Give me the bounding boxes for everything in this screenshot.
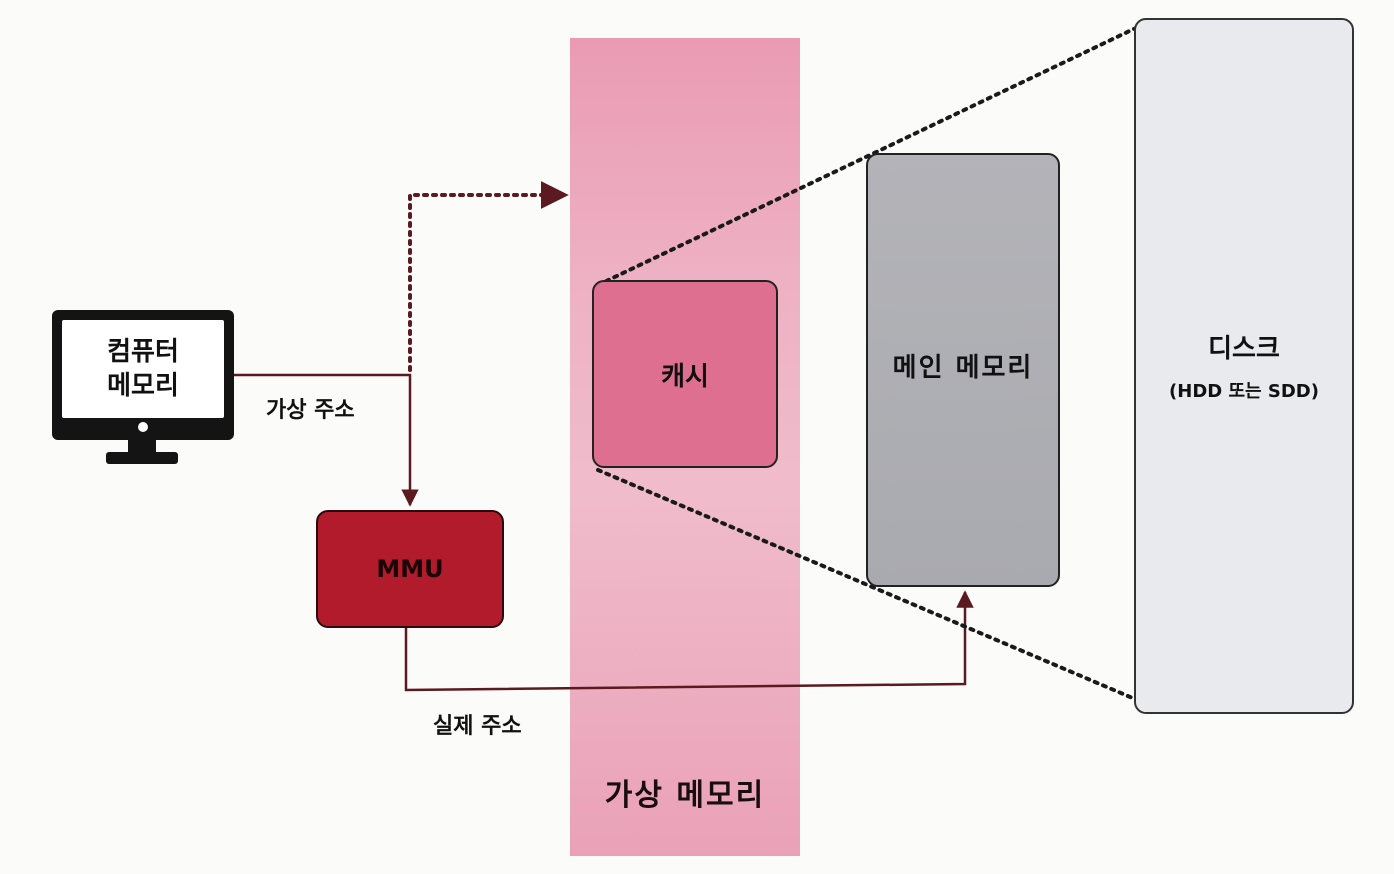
virtual-memory-dotted-edge (408, 181, 569, 372)
mmu-label: MMU (376, 555, 444, 583)
disk-box: 디스크 (HDD 또는 SDD) (1134, 18, 1354, 714)
monitor-icon: 컴퓨터 메모리 (52, 310, 234, 440)
main-memory-box: 메인 메모리 (866, 153, 1060, 587)
monitor-neck (128, 440, 156, 452)
mmu-box: MMU (316, 510, 504, 628)
main-memory-label: 메인 메모리 (892, 353, 1034, 383)
computer-label-line2: 메모리 (107, 371, 179, 401)
computer-label-line1: 컴퓨터 (107, 337, 179, 367)
physical-address-label: 실제 주소 (433, 714, 522, 739)
cache-box: 캐시 (592, 280, 778, 468)
virtual-address-label: 가상 주소 (266, 398, 355, 423)
disk-label: 디스크 (1208, 334, 1280, 364)
monitor-stand (106, 452, 178, 464)
disk-sublabel: (HDD 또는 SDD) (1169, 381, 1319, 402)
monitor-screen: 컴퓨터 메모리 (62, 320, 224, 418)
cache-label: 캐시 (661, 361, 709, 392)
virtual-memory-label: 가상 메모리 (604, 778, 766, 813)
power-dot (138, 422, 148, 432)
